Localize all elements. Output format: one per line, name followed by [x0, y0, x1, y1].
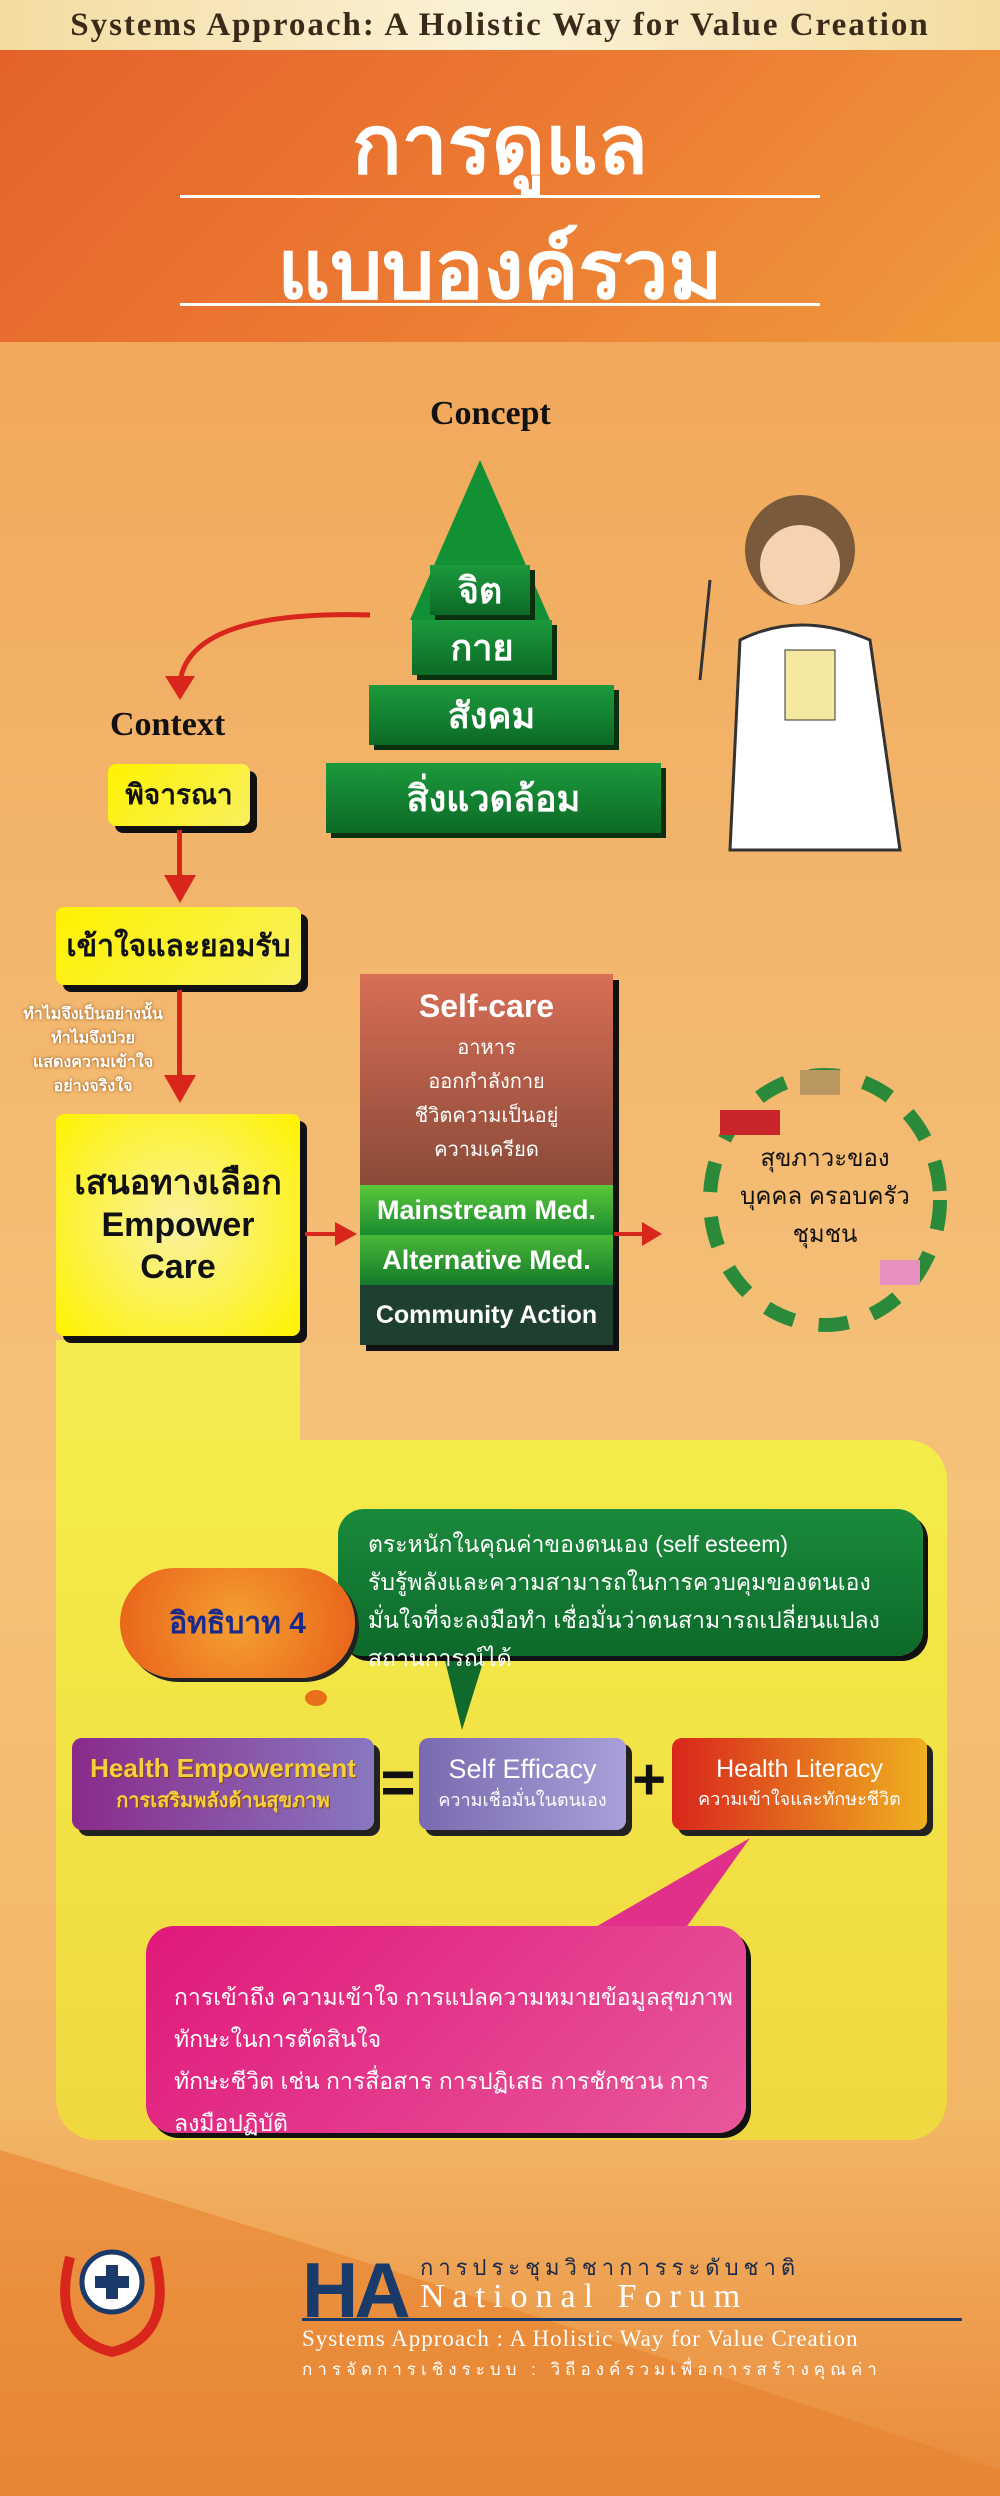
footer-forum: National Forum	[420, 2278, 749, 2315]
side-note: แสดงความเข้าใจ	[32, 1054, 154, 1071]
selfcare-panel: Self-care อาหาร ออกกำลังกาย ชีวิตความเป็…	[360, 974, 613, 1185]
care-text: Care	[140, 1248, 216, 1286]
health-literacy-box: Health Literacy ความเข้าใจและทักษะชีวิต	[672, 1738, 927, 1830]
wellbeing-line: สุขภาวะของ	[760, 1145, 890, 1172]
he-title: Health Empowerment	[90, 1752, 356, 1783]
bubble-line: ตระหนักในคุณค่าของตนเอง (self esteem)	[368, 1531, 789, 1557]
se-subtitle: ความเชื่อมั่นในตนเอง	[438, 1790, 607, 1810]
step-consider: พิจารณา	[108, 764, 250, 826]
footer-thai-tagline: การจัดการเชิงระบบ : วิถีองค์รวมเพื่อการส…	[302, 2360, 882, 2379]
divider	[180, 195, 820, 198]
step-understand-accept: เข้าใจและยอมรับ	[56, 907, 301, 985]
community-wellbeing-text: สุขภาวะของบุคคล ครอบครัวชุมชน	[690, 1140, 960, 1254]
layer-body: กาย	[412, 620, 552, 675]
cloud-puff	[305, 1690, 327, 1706]
layer-society: สังคม	[369, 685, 614, 745]
arrow-down	[177, 830, 182, 880]
bubble-line: ทักษะชีวิต เช่น การสื่อสาร การปฏิเสธ การ…	[174, 2068, 709, 2136]
alternative-med: Alternative Med.	[360, 1235, 613, 1285]
community-illustration	[703, 1068, 947, 1332]
iddhipada-cloud: อิทธิบาท 4	[120, 1568, 355, 1678]
bubble-line: ทักษะในการตัดสินใจ	[174, 2026, 382, 2052]
side-notes: ทำไมจึงเป็นอย่างนั้นทำไมจึงป่วยแสดงความเ…	[18, 1003, 168, 1099]
pink-bubble-tail	[580, 1838, 750, 1936]
footer-thai-title: การประชุมวิชาการระดับชาติ	[420, 2255, 801, 2280]
plus-sign: +	[632, 1747, 666, 1812]
side-note: ทำไมจึงเป็นอย่างนั้น	[23, 1006, 163, 1023]
wellbeing-line: บุคคล ครอบครัว	[740, 1183, 910, 1210]
footer-rule	[302, 2318, 962, 2321]
pink-bubble: การเข้าถึง ความเข้าใจ การแปลความหมายข้อม…	[146, 1926, 746, 2136]
selfcare-title: Self-care	[418, 988, 555, 1024]
footer-curve	[0, 2150, 1000, 2496]
footer-tagline: Systems Approach : A Holistic Way for Va…	[302, 2326, 859, 2351]
layer-environment: สิ่งแวดล้อม	[326, 763, 661, 833]
layer-mind: จิต	[430, 565, 530, 615]
arrow-head-icon	[164, 1075, 196, 1103]
mainstream-med: Mainstream Med.	[360, 1185, 613, 1235]
self-efficacy-box: Self Efficacy ความเชื่อมั่นในตนเอง	[419, 1738, 626, 1830]
health-empowerment-box: Health Empowerment การเสริมพลังด้านสุขภา…	[72, 1738, 374, 1830]
concept-label: Concept	[430, 395, 551, 432]
arrow-down	[177, 990, 182, 1080]
green-bubble: ตระหนักในคุณค่าของตนเอง (self esteem) รั…	[338, 1509, 923, 1671]
he-subtitle: การเสริมพลังด้านสุขภาพ	[116, 1789, 330, 1812]
side-note: ทำไมจึงป่วย	[51, 1030, 135, 1047]
ha-logo: HA	[302, 2246, 411, 2334]
bubble-line: การเข้าถึง ความเข้าใจ การแปลความหมายข้อม…	[174, 1984, 733, 2010]
context-label: Context	[110, 706, 226, 743]
empower-text: Empower	[101, 1206, 255, 1244]
logo-icon	[60, 2249, 165, 2358]
selfcare-item: ชีวิตความเป็นอยู่	[414, 1105, 559, 1127]
bubble-line: รับรู้พลังและความสามารถในการควบคุมของตนเ…	[368, 1569, 871, 1595]
divider	[180, 303, 820, 306]
selfcare-box: Self-care อาหาร ออกกำลังกาย ชีวิตความเป็…	[360, 974, 613, 1345]
top-tagline: Systems Approach: A Holistic Way for Val…	[0, 0, 1000, 50]
title-line1: การดูแล	[351, 100, 649, 191]
hl-subtitle: ความเข้าใจและทักษะชีวิต	[698, 1789, 901, 1809]
community-action: Community Action	[360, 1285, 613, 1345]
selfcare-item: อาหาร	[457, 1037, 516, 1059]
teacher-illustration	[698, 495, 902, 852]
wellbeing-line: ชุมชน	[792, 1221, 858, 1248]
selfcare-item: ออกกำลังกาย	[428, 1071, 545, 1093]
arrow-concept-to-context	[165, 612, 371, 700]
title-line2: แบบองค์รวม	[277, 225, 723, 316]
selfcare-item: ความเครียด	[434, 1139, 539, 1161]
equals-sign: =	[380, 1749, 416, 1816]
se-title: Self Efficacy	[448, 1754, 597, 1784]
bubble-line: มั่นใจที่จะลงมือทำ เชื่อมั่นว่าตนสามารถเ…	[368, 1607, 880, 1671]
green-bubble-tail	[440, 1640, 490, 1730]
arrow-right-icon	[614, 1222, 662, 1246]
arrow-head-icon	[164, 875, 196, 903]
community-circle: สุขภาวะของบุคคล ครอบครัวชุมชน	[690, 1050, 960, 1340]
hl-title: Health Literacy	[716, 1755, 883, 1783]
institute-logo	[40, 2237, 185, 2362]
arrow-right-icon	[305, 1222, 357, 1246]
offer-text: เสนอทางเลือก	[74, 1164, 282, 1202]
side-note: อย่างจริงใจ	[53, 1078, 133, 1095]
